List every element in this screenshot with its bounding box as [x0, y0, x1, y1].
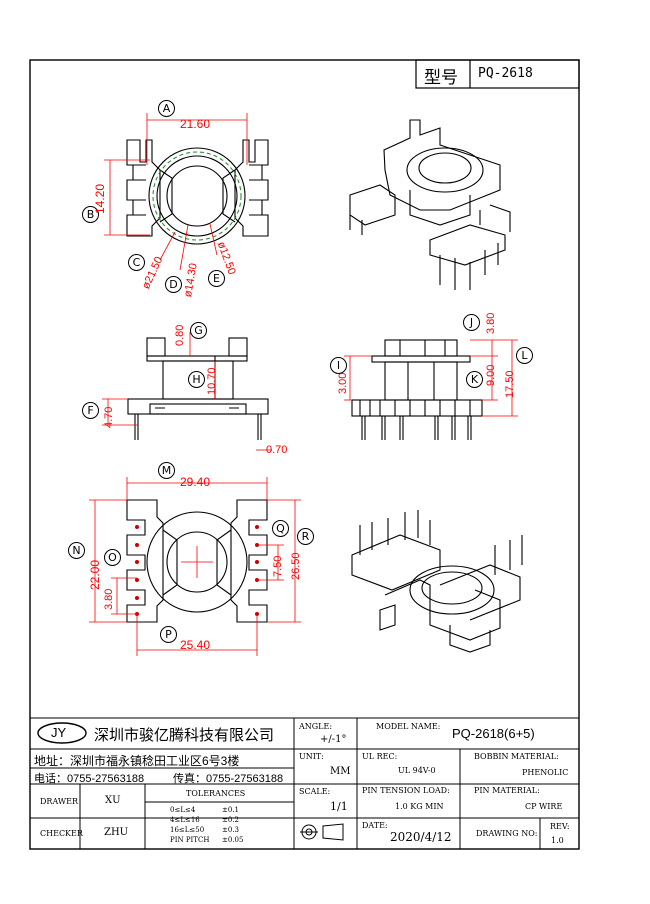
label-q: Q	[272, 520, 289, 537]
tension-value: 1.0 KG MIN	[395, 802, 444, 811]
dim-o: 3.80	[103, 588, 115, 610]
tol-value-3: ±0.3	[222, 826, 239, 834]
phone: 电话：0755-27563188	[34, 773, 145, 785]
label-b: B	[82, 206, 99, 223]
iso-view-bottom	[351, 510, 523, 653]
bottom-view	[126, 499, 268, 623]
label-n: N	[68, 542, 85, 559]
tol-range-1: 0≤L≤4	[170, 806, 196, 814]
side-view-left	[127, 337, 269, 440]
tension-label: PIN TENSION LOAD:	[362, 786, 450, 795]
side-view-right-dims	[344, 339, 518, 417]
dim-q: 7.50	[272, 555, 284, 577]
type-label: 型号	[424, 68, 458, 87]
date-value: 2020/4/12	[390, 830, 452, 844]
top-view-dims	[104, 113, 248, 271]
side-view-left-dims	[102, 332, 272, 451]
pinmat-label: PIN MATERIAL:	[474, 786, 540, 795]
tol-value-2: ±0.2	[222, 816, 239, 824]
scale-label: SCALE:	[299, 787, 331, 796]
label-e: E	[208, 270, 225, 287]
ul-value: UL 94V-0	[398, 766, 436, 775]
angle-label: ANGLE:	[299, 722, 333, 731]
header-box	[415, 59, 580, 89]
dim-m: 29.40	[180, 475, 211, 489]
label-d: D	[165, 276, 182, 293]
dim-l: 17.50	[504, 370, 516, 398]
label-p: P	[160, 626, 177, 643]
angle-value: +/-1°	[320, 734, 347, 745]
pinmat-value: CP WIRE	[525, 802, 563, 811]
label-r: R	[297, 528, 314, 545]
ul-label: UL REC:	[362, 752, 398, 761]
tol-range-3: 16≤L≤50	[170, 826, 205, 834]
fax: 传真：0755-27563188	[173, 773, 284, 785]
tol-value-4: ±0.05	[222, 836, 244, 844]
label-j: J	[463, 314, 480, 331]
dim-b: 14.20	[93, 183, 107, 214]
tol-range-4: PIN PITCH	[170, 836, 210, 844]
dim-n: 22.00	[88, 559, 102, 590]
company-name: 深圳市骏亿腾科技有限公司	[94, 727, 275, 744]
tolerances-title: TOLERANCES	[186, 789, 246, 798]
sheet-border	[29, 59, 580, 850]
dim-i: 3.00	[337, 372, 349, 394]
address: 地址：深圳市福永镇稔田工业区6号3楼	[34, 754, 240, 768]
label-f: F	[82, 402, 99, 419]
iso-view-top	[349, 119, 511, 290]
date-label: DATE:	[362, 821, 388, 830]
model-value: PQ-2618(6+5)	[452, 726, 535, 741]
dim-k: 9.00	[485, 364, 497, 386]
dim-g: 0.80	[174, 324, 186, 346]
bottom-view-pins	[135, 525, 259, 616]
dim-f: 4.70	[103, 406, 115, 428]
tol-range-2: 4≤L≤16	[170, 816, 200, 824]
bottom-view-dims	[89, 477, 301, 656]
model-label: MODEL NAME:	[376, 722, 441, 731]
dim-p: 25.40	[180, 638, 211, 652]
unit-value: MM	[330, 766, 351, 777]
label-o: O	[104, 549, 121, 566]
model-number: PQ-2618	[478, 66, 533, 81]
label-c: C	[128, 254, 145, 271]
dim-a: 21.60	[180, 117, 211, 131]
logo: JY	[51, 725, 67, 740]
checker-label: CHECKER	[40, 829, 83, 838]
title-block	[30, 717, 579, 849]
top-view	[126, 139, 269, 245]
rev-label: REV:	[550, 822, 570, 831]
rev-value: 1.0	[551, 836, 564, 845]
label-g: G	[190, 322, 207, 339]
label-a: A	[158, 100, 175, 117]
label-h: H	[188, 371, 205, 388]
side-view-right	[351, 339, 483, 440]
drawer-value: XU	[105, 795, 121, 806]
drawer-label: DRAWER	[40, 797, 78, 806]
bobbin-value: PHENOLIC	[522, 768, 569, 777]
dim-r: 26.50	[290, 552, 302, 580]
dim-h: 10.70	[206, 367, 218, 395]
dim-j: 3.80	[485, 312, 497, 334]
drawing-no-label: DRAWING NO:	[476, 829, 538, 838]
tol-value-1: ±0.1	[222, 806, 239, 814]
label-l: L	[516, 347, 533, 364]
unit-label: UNIT:	[299, 752, 324, 761]
scale-value: 1/1	[330, 800, 348, 813]
dim-pin: 0.70	[266, 444, 288, 456]
label-m: M	[158, 462, 175, 479]
label-k: K	[466, 371, 483, 388]
label-i: I	[330, 357, 347, 374]
checker-value: ZHU	[104, 827, 129, 838]
bobbin-label: BOBBIN MATERIAL:	[474, 752, 559, 761]
